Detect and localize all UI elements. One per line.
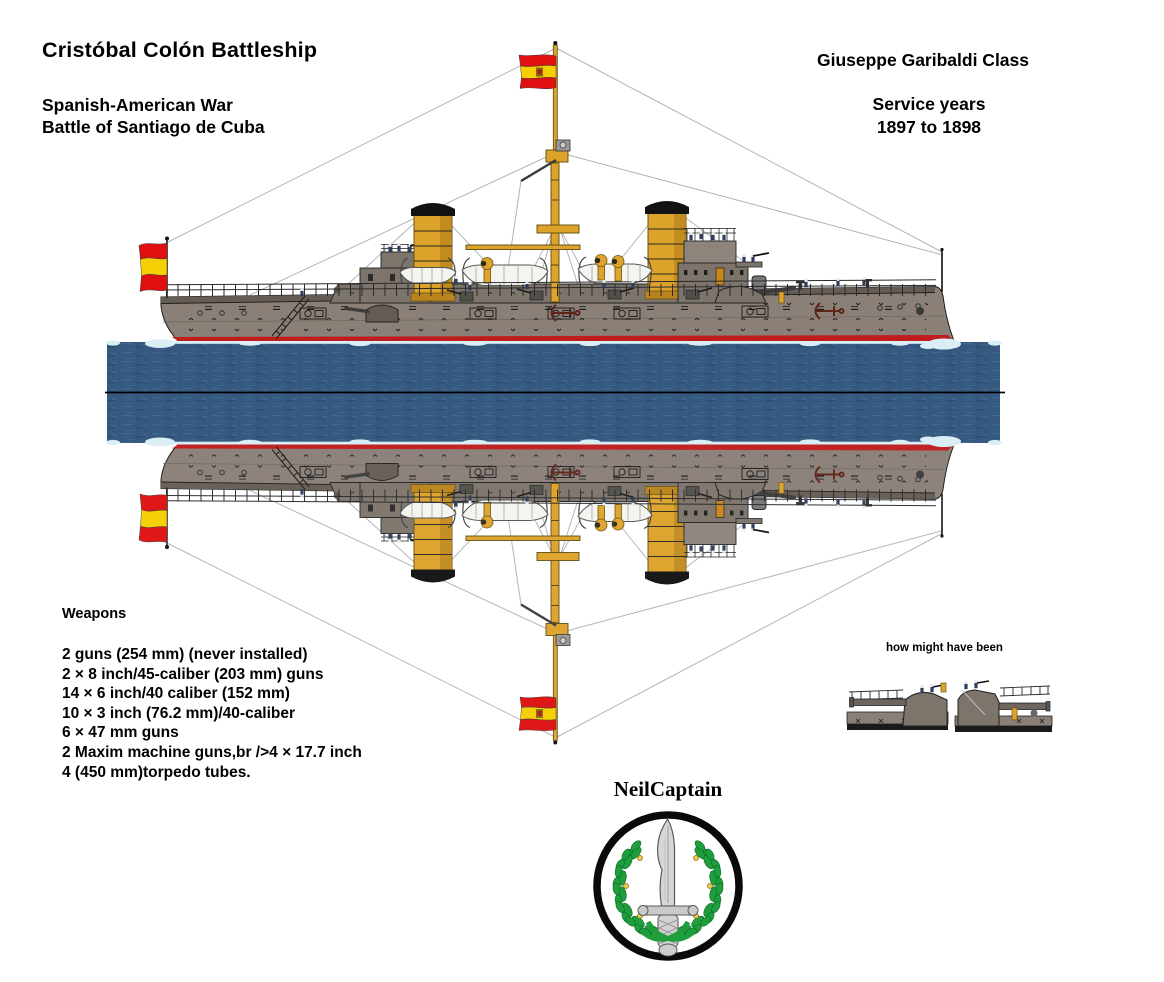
masthead-spanish-flag [518,54,557,90]
inset-caption: how might have been [886,642,1003,654]
subtitle-war: Spanish-American War [42,95,233,115]
inset-left-turret-sketch [846,682,949,730]
battleship-profile [138,41,955,342]
signal-yard [465,244,581,250]
weapons-item: 4 (450 mm)torpedo tubes. [62,763,251,781]
weapons-item: 2 × 8 inch/45-caliber (203 mm) guns [62,665,324,683]
artist-name: NeilCaptain [613,777,723,801]
weapons-list: 2 guns (254 mm) (never installed) 2 × 8 … [62,645,362,782]
wreath-ribbon [641,920,695,942]
bow-jackstaff [940,247,944,292]
aft-turret [344,304,399,323]
service-years-block: Service years 1897 to 1898 [804,93,1054,139]
stern-spanish-ensign [138,236,169,298]
military-mast [465,41,581,303]
water-reflection [139,445,954,745]
ship-class: Giuseppe Garibaldi Class [816,50,1030,70]
hawse-hole [916,307,924,315]
water-band [105,342,1005,443]
anchor-icon [814,302,845,320]
artist-logo [593,811,743,961]
weapons-heading: Weapons [62,606,127,622]
weapons-item: 2 guns (254 mm) (never installed) [62,646,308,663]
anchor-icon [550,304,581,322]
weapons-item: 2 Maxim machine guns,br />4 × 17.7 inch [62,743,362,761]
deck-railing [162,279,937,296]
subtitle-battle: Battle of Santiago de Cuba [42,117,265,137]
waterline-foam [106,338,1002,350]
weapons-item: 6 × 47 mm guns [62,724,179,742]
forward-funnel [644,201,690,300]
bridge-door [715,267,725,286]
ships-boats [399,254,653,287]
weapons-item: 10 × 3 inch (76.2 mm)/40-caliber [62,704,296,722]
page-title: Cristóbal Colón Battleship [42,38,318,62]
inset-right-turret-sketch [954,679,1053,732]
gaff [520,158,557,183]
waterline-stripe [172,335,954,341]
service-years-label: Service years [872,94,986,114]
maxim-gun [752,252,770,257]
service-years-value: 1897 to 1898 [876,117,982,137]
subtitle: Spanish-American War Battle of Santiago … [42,94,265,138]
weapons-item: 14 × 6 inch/40 caliber (152 mm) [62,685,290,703]
accommodation-ladder [271,295,310,340]
